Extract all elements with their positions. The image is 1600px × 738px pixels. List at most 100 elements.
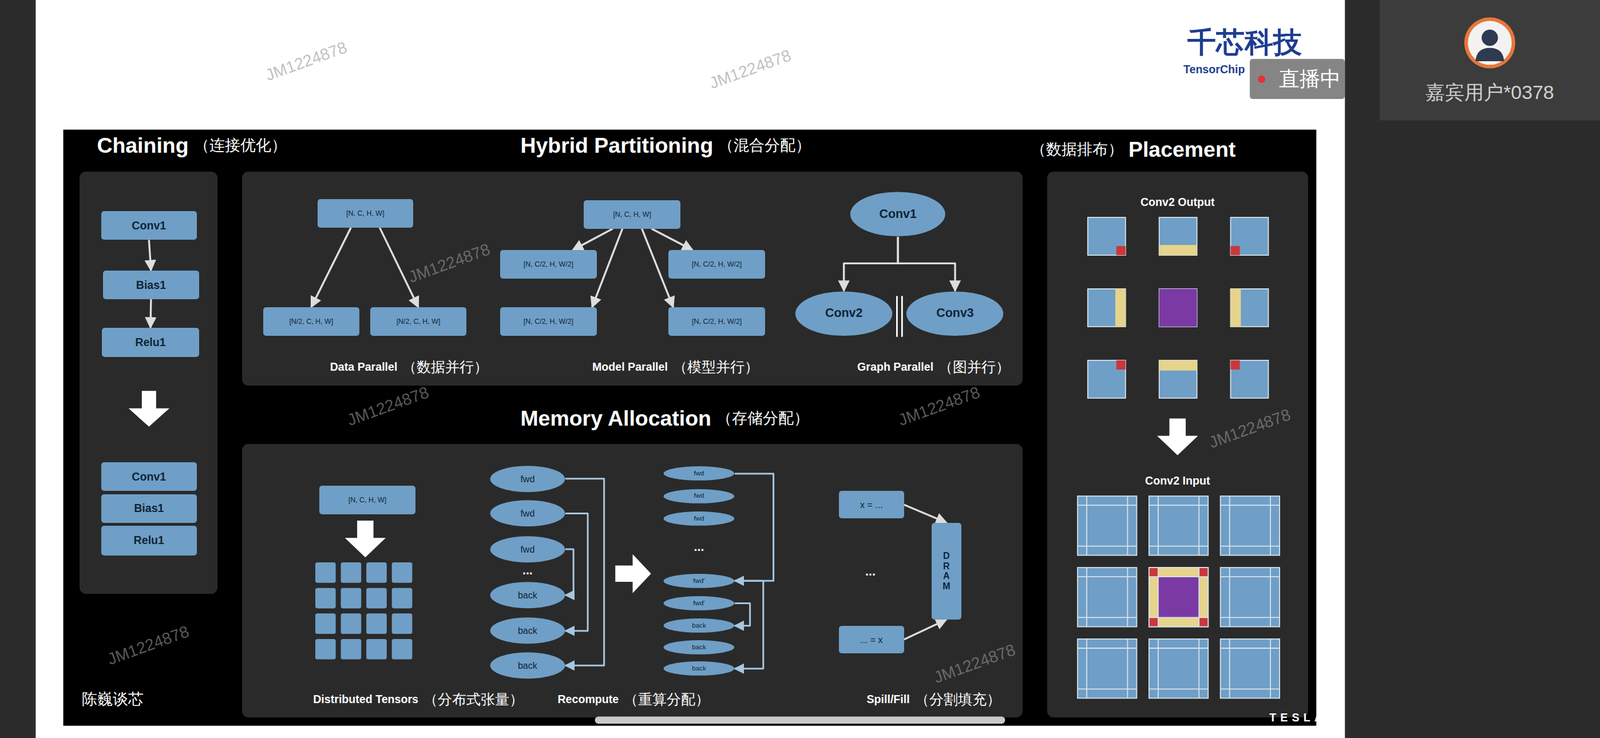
- node-text: fwd: [520, 473, 535, 485]
- connector-arrow: [734, 603, 751, 626]
- label-text: Distributed Tensors: [313, 692, 419, 707]
- process-box: [N/2, C, H, W]: [370, 307, 467, 336]
- node-text: [N, C, H, W]: [348, 496, 387, 505]
- ellipse-shape: [850, 192, 946, 237]
- section-panel: [N, C, H, W]fwdfwdfwdbackbackbackfwdfwdf…: [242, 444, 1023, 718]
- input-grid: [1220, 496, 1280, 556]
- output-tile: [1115, 288, 1126, 327]
- node-text: back: [691, 622, 706, 630]
- node-text: Bias1: [133, 501, 164, 516]
- ellipse-shape: [663, 661, 735, 676]
- tensor-tile: [366, 613, 387, 635]
- section-heading: Placement: [1128, 137, 1236, 163]
- process-ellipse: Conv1: [849, 191, 946, 237]
- node-text: [N/2, C, H, W]: [396, 317, 441, 326]
- label-row: Spill/Fill（分割填充）: [866, 691, 1001, 708]
- tensor-tile: [366, 562, 387, 584]
- heading-row: Memory Allocation（存储分配）: [520, 406, 810, 431]
- label-text: ...: [694, 540, 705, 555]
- node-text: fwd: [693, 469, 704, 478]
- label-row: Graph Parallel（图并行）: [857, 358, 1011, 375]
- ellipse-shape: [663, 618, 735, 633]
- label-row: ...: [522, 563, 533, 578]
- watermark-text: JM1224878: [405, 239, 493, 287]
- connector-arrow: [565, 478, 605, 667]
- parallel-mark: [896, 295, 902, 337]
- output-tile: [1230, 288, 1241, 327]
- label-text: Conv2 Input: [1145, 474, 1210, 488]
- label-row: ...: [865, 564, 876, 580]
- tensor-tile: [366, 639, 387, 660]
- connector-arrow: [904, 619, 947, 640]
- node-text: fwd: [693, 492, 704, 500]
- output-tile: [1159, 288, 1198, 327]
- label-text: 千芯科技: [1187, 26, 1302, 59]
- label-text: （分割填充）: [915, 691, 1001, 708]
- node-text: [N, C/2, H, W/2]: [523, 317, 574, 326]
- output-tile: [1116, 246, 1241, 370]
- process-ellipse: fwd': [663, 573, 735, 589]
- ellipse-shape: [663, 511, 735, 526]
- output-tile: [1230, 360, 1269, 399]
- connector-arrow: [734, 473, 774, 581]
- avatar-icon: [1475, 48, 1504, 62]
- heading-row: （数据排布）Placement: [1030, 137, 1236, 163]
- tensor-tile: [391, 613, 413, 635]
- label-text: （数据并行）: [402, 358, 489, 375]
- output-tile: [1087, 217, 1126, 256]
- process-ellipse: Conv3: [905, 291, 1004, 337]
- output-tile: [1230, 288, 1269, 327]
- section-heading: Memory Allocation: [520, 406, 712, 431]
- input-grid: [1198, 567, 1209, 577]
- input-grid: [1149, 639, 1209, 699]
- parallel-mark: [901, 295, 904, 337]
- label-row: Recompute（重算分配）: [557, 691, 710, 708]
- ellipse-shape: [663, 640, 735, 655]
- node-text: fwd': [692, 577, 705, 585]
- node-text: Bias1: [136, 278, 166, 292]
- connector-arrow: [565, 549, 574, 596]
- process-box: Conv1: [101, 462, 198, 491]
- process-box: [N, C, H, W]: [317, 199, 414, 228]
- label-text: Data Parallel: [330, 359, 398, 374]
- node-text: [N, C/2, H, W/2]: [523, 260, 574, 269]
- process-box: Bias1: [101, 494, 198, 524]
- tensor-tile: [366, 588, 387, 609]
- parallel-mark: [896, 295, 898, 337]
- watermark-text: JM1224878: [344, 382, 431, 430]
- tensor-tile: [315, 639, 336, 660]
- input-grid: [1149, 567, 1209, 627]
- label-row: JM1224878: [706, 45, 794, 93]
- node-text: back: [517, 625, 538, 636]
- node-text: ... = x: [860, 634, 883, 645]
- flow-arrow: [345, 520, 386, 558]
- process-ellipse: Conv2: [794, 291, 893, 337]
- scroll-bar: [595, 717, 1006, 724]
- section-heading: （连接优化）: [193, 137, 287, 156]
- ellipse-shape: [663, 466, 735, 482]
- section-panel: Conv1Bias1Relu1Conv1Bias1Relu1Chaining（连…: [79, 171, 218, 595]
- label-row: JM1224878: [262, 37, 350, 85]
- heading-row: Chaining（连接优化）: [96, 133, 287, 159]
- node-text: Conv3: [936, 306, 974, 321]
- ellipse-shape: [490, 652, 566, 679]
- output-tile: [1230, 360, 1240, 370]
- input-grid: [1198, 617, 1209, 627]
- label-row: JM1224878: [344, 382, 431, 430]
- watermark-text: JM1224878: [104, 622, 192, 669]
- label-text: ...: [522, 563, 533, 578]
- node-text: [N/2, C, H, W]: [288, 317, 334, 326]
- output-tile: [1159, 360, 1198, 371]
- avatar-icon: [1464, 17, 1516, 69]
- label-row: JM1224878: [895, 382, 982, 430]
- tensor-tile: [341, 588, 362, 609]
- process-ellipse: fwd: [663, 466, 735, 481]
- label-row: JM1224878: [931, 640, 1018, 688]
- process-ellipse: back: [663, 661, 735, 676]
- tensor-tile: [341, 639, 362, 660]
- input-grid: [1077, 639, 1137, 699]
- label-row: Conv2 Input: [1145, 474, 1210, 488]
- ellipse-shape: [663, 573, 735, 589]
